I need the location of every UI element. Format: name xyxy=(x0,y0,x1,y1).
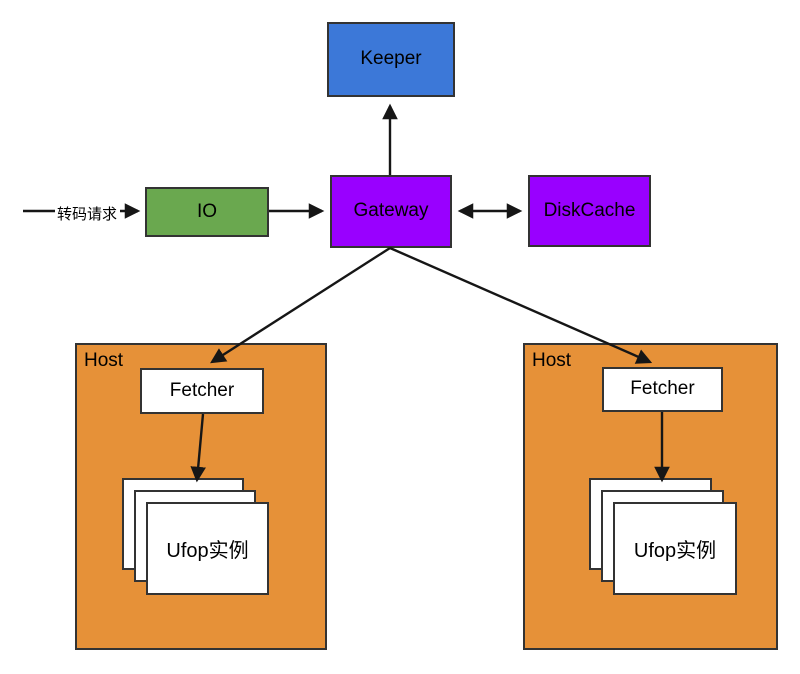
node-fetcher-right-label: Fetcher xyxy=(630,378,695,400)
node-diskcache-label: DiskCache xyxy=(543,199,636,221)
node-ufop-right: Ufop实例 xyxy=(613,502,737,595)
node-fetcher-right: Fetcher xyxy=(602,367,723,412)
node-host-right-label: Host xyxy=(532,350,572,371)
node-gateway: Gateway xyxy=(330,175,452,248)
node-ufop-right-label: Ufop实例 xyxy=(633,540,717,562)
node-diskcache: DiskCache xyxy=(528,175,651,247)
node-keeper: Keeper xyxy=(327,22,455,97)
node-ufop-left: Ufop实例 xyxy=(146,502,269,595)
node-gateway-label: Gateway xyxy=(353,200,429,222)
node-ufop-left-label: Ufop实例 xyxy=(166,540,249,562)
transcode-request-label: 转码请求 xyxy=(57,206,118,223)
node-io-label: IO xyxy=(196,200,218,222)
node-fetcher-left-label: Fetcher xyxy=(169,379,235,401)
node-keeper-label: Keeper xyxy=(360,48,422,70)
node-host-left-label: Host xyxy=(84,350,124,371)
node-io: IO xyxy=(145,187,269,237)
node-fetcher-left: Fetcher xyxy=(140,368,264,414)
